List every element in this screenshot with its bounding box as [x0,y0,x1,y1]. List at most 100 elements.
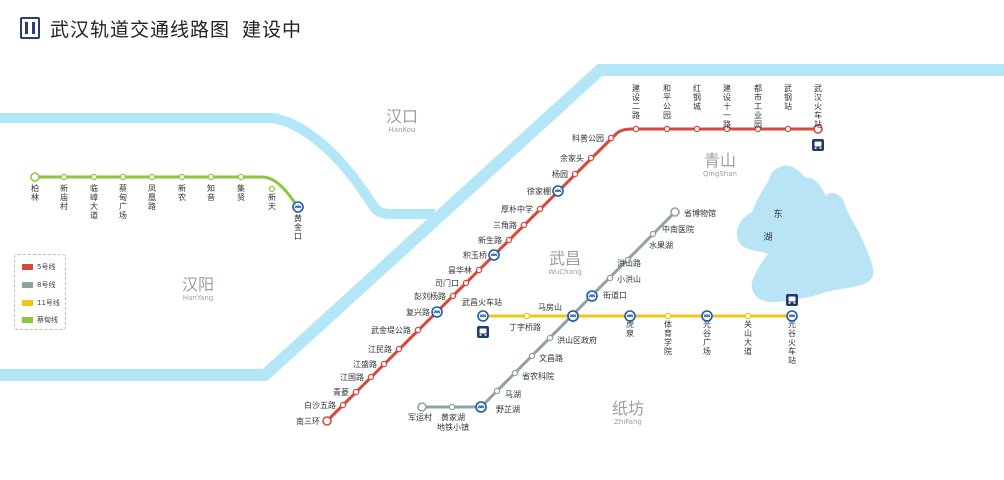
station-省农科院[interactable] [511,369,519,377]
station-label-关山大道: 关山大道 [744,319,752,356]
station-凤凰路[interactable] [148,173,156,181]
legend-swatch [22,264,33,270]
legend-label: 蔡甸线 [37,316,58,324]
station-积玉桥[interactable] [488,249,500,261]
station-复兴路[interactable] [431,306,443,318]
station-label-洪山路: 洪山路 [617,258,641,268]
svg-text:虎泉: 虎泉 [626,319,634,338]
station-厚朴中学[interactable] [536,205,544,213]
station-武汉火车站[interactable] [813,124,823,134]
station-新天[interactable] [268,185,276,193]
station-label-新生路: 新生路 [478,235,502,245]
svg-text:集贤: 集贤 [237,183,245,202]
station-昙华林[interactable] [475,266,483,274]
railway-wuchang-icon [477,326,489,338]
station-label-新庙村: 新庙村 [60,183,68,211]
legend-item-line-5: 5号线 [22,262,55,272]
station-体育学院[interactable] [664,312,672,320]
line-legend: 5号线 8号线 11号线 蔡甸线 [14,254,66,330]
station-科普公园[interactable] [607,134,615,142]
rivers [0,64,1004,381]
district-labels: 汉口HanKou汉阳HanYang武昌WuChang青山QingShan纸坊Zh… [182,107,783,426]
station-柏林[interactable] [30,172,40,182]
station-label-中南医院: 中南医院 [662,224,694,234]
station-杨园[interactable] [571,170,579,178]
station-武金堤公路[interactable] [414,326,422,334]
station-丁字桥路[interactable] [523,312,531,320]
station-光谷火车站[interactable] [786,310,798,322]
station-都市工业园[interactable] [754,125,762,133]
station-label-余家头: 余家头 [560,153,584,163]
station-label-武昌火车站: 武昌火车站 [462,297,502,307]
station-江盛路[interactable] [380,360,388,368]
station-余家头[interactable] [587,154,595,162]
station-label-白沙五路: 白沙五路 [304,400,336,410]
station-知音[interactable] [207,173,215,181]
station-文昌路[interactable] [528,352,536,360]
station-洪山区政府[interactable] [546,334,554,342]
station-三角路[interactable] [520,221,528,229]
east-lake [736,165,874,303]
station-label-光谷广场: 光谷广场 [703,319,711,356]
legend-label: 8号线 [37,281,56,289]
station-马湖[interactable] [493,387,501,395]
station-和平公园[interactable] [663,125,671,133]
station-中南医院[interactable] [649,230,657,238]
station-红钢城[interactable] [693,125,701,133]
svg-text:光谷广场: 光谷广场 [703,319,711,356]
station-label-街道口: 街道口 [603,290,627,300]
station-黄家湖地铁小镇[interactable] [448,403,456,411]
svg-text:黄金口: 黄金口 [294,213,302,241]
station-建设二路[interactable] [632,125,640,133]
station-省博物馆[interactable] [670,207,680,217]
station-新生路[interactable] [505,236,513,244]
station-江国路[interactable] [367,373,375,381]
svg-text:凤凰路: 凤凰路 [148,184,156,211]
station-洪山路[interactable] [606,274,614,282]
station-街道口[interactable] [567,310,579,322]
station-武昌火车站[interactable] [477,310,489,322]
station-label-凤凰路: 凤凰路 [148,184,156,211]
lake-label-east: 东 [773,208,782,220]
station-蔡甸广场[interactable] [119,173,127,181]
station-新庙村[interactable] [60,173,68,181]
station-label-集贤: 集贤 [237,183,245,202]
station-小洪山[interactable] [586,290,598,302]
page-title: 武汉轨道交通线路图 [50,18,231,41]
station-军运村[interactable] [417,402,427,412]
district-qingshan: 青山 [704,151,736,170]
svg-text:柏林: 柏林 [31,183,39,202]
station-新农[interactable] [178,173,186,181]
station-label-洪山区政府: 洪山区政府 [557,335,597,345]
station-临嶂大道[interactable] [90,173,98,181]
station-徐家棚[interactable] [552,185,564,197]
svg-text:体育学院: 体育学院 [664,319,672,356]
station-光谷广场[interactable] [701,310,713,322]
station-虎泉[interactable] [624,310,636,322]
station-label-武汉火车站: 武汉火车站 [814,83,822,129]
station-label-光谷火车站: 光谷火车站 [788,319,796,365]
station-关山大道[interactable] [744,312,752,320]
station-南三环[interactable] [322,416,332,426]
station-彭刘杨路[interactable] [449,292,457,300]
svg-text:新农: 新农 [178,183,186,202]
station-label-江民路: 江民路 [368,344,392,354]
station-集贤[interactable] [237,173,245,181]
station-野芷湖[interactable] [475,401,487,413]
station-司门口[interactable] [462,279,470,287]
station-江民路[interactable] [395,345,403,353]
station-label-昙华林: 昙华林 [448,265,472,275]
station-武钢站[interactable] [784,125,792,133]
station-label-厚朴中学: 厚朴中学 [501,204,533,214]
station-青菱[interactable] [352,388,360,396]
station-白沙五路[interactable] [339,401,347,409]
district-en-qingshan: QingShan [703,170,737,178]
stations[interactable] [30,124,824,426]
station-黄金口[interactable] [292,201,304,213]
legend-swatch [22,300,33,306]
station-建设十一路[interactable] [723,125,731,133]
line-cd-path [35,175,300,208]
station-label-临嶂大道: 临嶂大道 [90,183,98,220]
station-水果湖[interactable] [624,256,632,264]
